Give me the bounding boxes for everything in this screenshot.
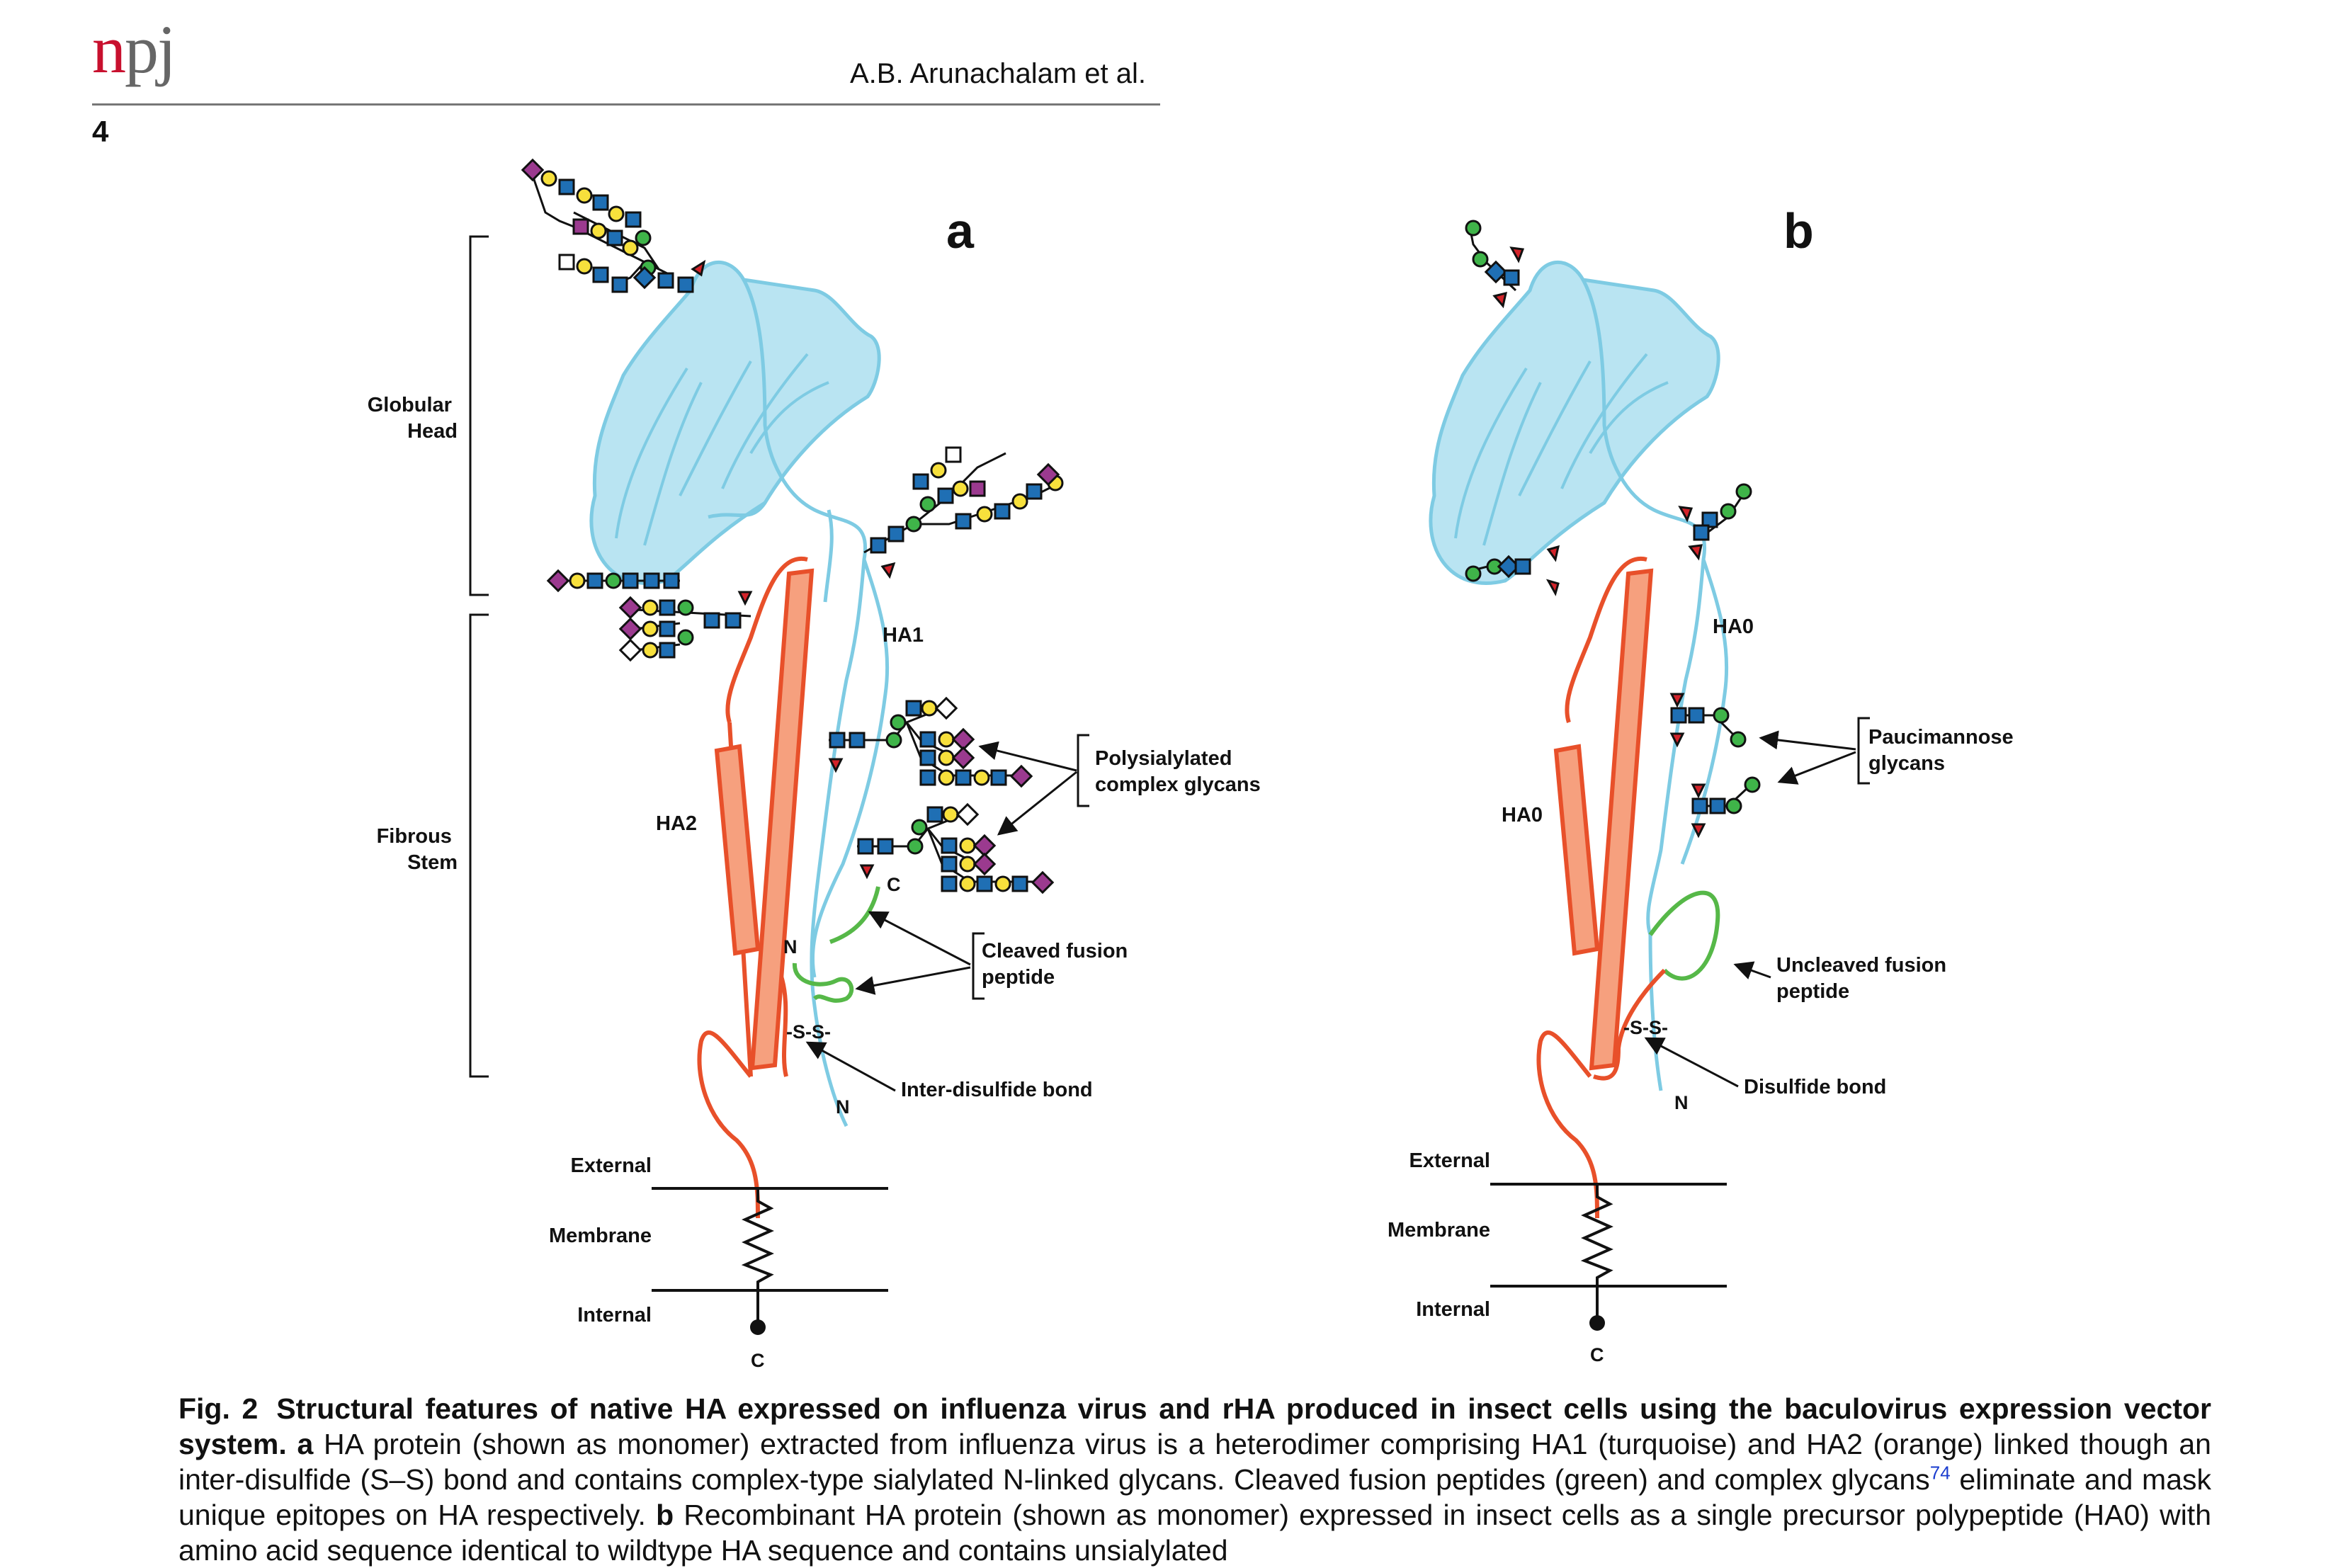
internal-label-a: Internal: [577, 1304, 652, 1326]
ha0-short-helix: [1553, 744, 1600, 956]
term-c-bottom-a: C: [751, 1350, 765, 1371]
disulfide-label: Disulfide bond: [1744, 1076, 1886, 1098]
running-header-authors: A.B. Arunachalam et al.: [850, 58, 1147, 89]
term-n-bottom-a: N: [836, 1096, 850, 1118]
paucimannose-glycan-head-left: [1465, 545, 1560, 596]
globular-head: [589, 261, 881, 585]
caption-fig-number: Fig. 2: [178, 1392, 259, 1425]
globular-head-bracket: [469, 235, 489, 596]
ha2-short-helix: [714, 744, 761, 956]
arrow-polysialylated-2: [997, 771, 1077, 836]
uncleaved-fusion-label: Uncleaved fusion peptide: [1776, 954, 1952, 1003]
panel-b: b: [1388, 203, 2019, 1365]
uncleaved-fusion-peptide: [1648, 890, 1720, 981]
globular-head-b: [1429, 261, 1720, 585]
arrow-cleaved-2: [855, 966, 971, 995]
header-rule: [92, 103, 1160, 106]
ha0-right-label: HA0: [1713, 615, 1754, 638]
arrow-uncleaved-fusion: [1733, 961, 1771, 979]
caption-a-text-2: eliminate and mask unique epitopes on HA…: [178, 1463, 2211, 1531]
caption-a-label: a: [297, 1428, 314, 1460]
cleaved-fusion-label: Cleaved fusion peptide: [982, 940, 1133, 989]
journal-logo: npj: [92, 11, 176, 87]
glycan-stem-lower: [857, 802, 1055, 894]
cleaved-fusion-peptide-n: [793, 962, 854, 1003]
internal-label-b: Internal: [1416, 1298, 1490, 1321]
cytoplasmic-tail-a: [750, 1319, 766, 1335]
caption-a-text-1: HA protein (shown as monomer) extracted …: [178, 1428, 2211, 1496]
glycan-head-top: [521, 158, 706, 293]
arrow-cleaved-1: [868, 911, 971, 966]
paucimannose-glycan-top: [1465, 220, 1525, 309]
paucimannose-label: Paucimannose glycans: [1868, 726, 2019, 775]
arrow-disulfide: [1644, 1037, 1739, 1088]
panel-a: a Globular Head Fibrous Stem: [368, 158, 1261, 1371]
beta-strands-b: [1454, 353, 1669, 546]
polysialylated-bracket: [1077, 734, 1089, 807]
ss-bond-b: -S-S-: [1623, 1017, 1668, 1038]
cleaved-fusion-bracket: [972, 932, 985, 1000]
term-n-bottom-b: N: [1674, 1092, 1689, 1113]
paucimannose-glycan-head-right: [1678, 483, 1752, 561]
ss-bond-a: -S-S-: [786, 1021, 831, 1043]
fibrous-stem-bracket: [469, 613, 489, 1078]
transmembrane-anchor-b: [1580, 1184, 1613, 1320]
glycan-head-left: [546, 569, 753, 662]
inter-disulfide-label: Inter-disulfide bond: [901, 1079, 1093, 1101]
glycan-stem-upper: [828, 696, 1033, 788]
ha0-chain-orange: [1536, 556, 1667, 1219]
external-label-a: External: [571, 1154, 652, 1177]
external-label-b: External: [1409, 1149, 1490, 1172]
term-c-top: C: [887, 874, 901, 895]
page-number: 4: [92, 115, 109, 148]
paucimannose-bracket: [1857, 717, 1870, 785]
ha1-chain: [708, 278, 890, 1127]
ha1-label: HA1: [883, 624, 924, 647]
caption-b-label: b: [656, 1499, 674, 1531]
arrow-paucimannose-1: [1759, 730, 1856, 751]
caption-reference-link[interactable]: 74: [1929, 1462, 1951, 1484]
panel-b-letter: b: [1783, 203, 1814, 259]
globular-head-label: Globular Head: [368, 394, 458, 443]
ha2-label: HA2: [656, 812, 697, 835]
caption-title: Structural features of native HA express…: [178, 1392, 2211, 1460]
arrow-paucimannose-2: [1777, 751, 1856, 785]
arrow-polysialylated-1: [978, 741, 1077, 772]
arrow-inter-disulfide: [805, 1041, 896, 1092]
membrane-label-a: Membrane: [549, 1225, 652, 1247]
paucimannose-glycan-stem-1: [1669, 693, 1747, 748]
glycan-ha1-right: [863, 446, 1064, 579]
membrane-label-b: Membrane: [1388, 1219, 1490, 1242]
term-c-bottom-b: C: [1590, 1344, 1604, 1365]
cytoplasmic-tail-b: [1589, 1315, 1605, 1331]
ha0-long-helix: [1589, 568, 1654, 1071]
polysialylated-label: Polysialylated complex glycans: [1095, 747, 1261, 796]
figure-2: a Globular Head Fibrous Stem: [368, 158, 2019, 1371]
transmembrane-anchor-a: [741, 1188, 774, 1324]
ha2-long-helix: [749, 568, 815, 1071]
term-n-mid: N: [783, 936, 798, 958]
panel-a-letter: a: [946, 203, 975, 259]
beta-strands: [615, 353, 829, 546]
fibrous-stem-label: Fibrous Stem: [377, 825, 458, 874]
ha0-left-label: HA0: [1502, 804, 1543, 826]
cleaved-fusion-peptide-c: [829, 886, 880, 944]
paucimannose-glycan-stem-2: [1691, 776, 1761, 839]
